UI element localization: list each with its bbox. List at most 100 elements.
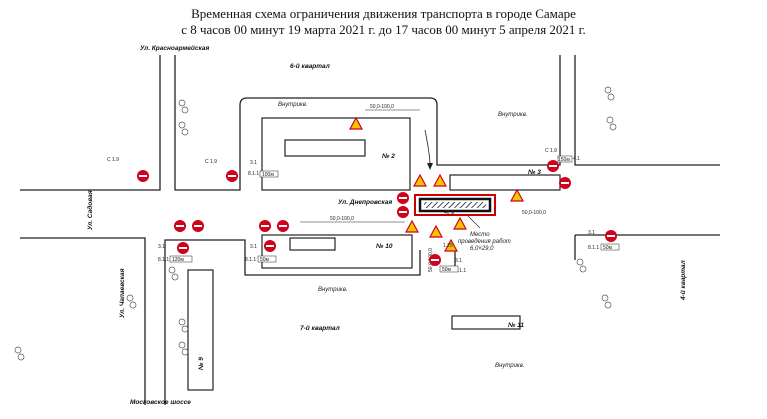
no-entry-signs — [137, 160, 617, 266]
tree-icon — [178, 121, 189, 136]
roadworks-sign — [348, 116, 364, 130]
sign-label-31: 3.1 — [588, 230, 595, 236]
no-entry-sign — [559, 177, 571, 189]
sign-label-811: 8.1.1 — [248, 171, 259, 177]
sign-label-811: 8.1.1 — [245, 257, 256, 263]
title-line-1: Временная схема ограничения движения тра… — [191, 6, 576, 21]
sign-labels: С 1.9 С 1.9 С 1.9 3.1 8.1.1 100м 3.1 8.1… — [107, 148, 620, 274]
no-entry-sign — [547, 160, 559, 172]
street-sadovaya: Ул. Садовая — [86, 190, 94, 230]
roadworks-sign — [443, 238, 459, 252]
no-entry-sign — [397, 206, 409, 218]
tree-icon — [168, 266, 179, 281]
sign-dist-50: 50м — [260, 257, 270, 263]
tree-icon — [178, 99, 189, 114]
sign-label-31: 3.1 — [158, 244, 165, 250]
block-10 — [261, 234, 413, 269]
roadworks-sign — [404, 219, 420, 233]
block-number-11: № 11 — [508, 322, 524, 329]
block-2 — [261, 117, 411, 191]
sign-dist-150: 150м — [558, 157, 570, 163]
building-11 — [451, 315, 521, 330]
tree-icon — [606, 116, 617, 131]
sign-label-31: 3.1 — [455, 258, 462, 264]
title-line-2: с 8 часов 00 минут 19 марта 2021 г. до 1… — [181, 22, 586, 37]
dimension-lines: 50,0-100,0 50,0-100,0 50,0-100,0 50,0-10… — [300, 104, 546, 272]
street-labels: Ул. Красноармейская Ул. Садовая Ул. Днеп… — [86, 44, 687, 406]
worksite-length: 40 м — [444, 210, 455, 216]
no-entry-sign — [137, 170, 149, 182]
worksite-label-3: 6,0×29,0 — [470, 246, 494, 252]
no-entry-sign — [259, 220, 271, 232]
sign-dist-100: 100м — [262, 172, 274, 178]
tree-icon — [604, 86, 615, 101]
block-number-9: № 9 — [198, 357, 205, 370]
diagram-title: Временная схема ограничения движения тра… — [0, 6, 767, 38]
roadworks-sign — [509, 188, 525, 202]
tree-icon — [178, 341, 189, 356]
no-entry-sign — [397, 192, 409, 204]
range-label-1: 50,0-100,0 — [330, 216, 354, 222]
block-number-10: № 10 — [376, 243, 393, 250]
roadworks-sign — [432, 173, 448, 187]
label-kvartal-7: 7-й квартал — [300, 324, 340, 332]
tree-icon — [178, 318, 189, 333]
building-blocks — [187, 117, 561, 391]
street-krasnoarmeyskaya: Ул. Красноармейская — [140, 44, 209, 52]
no-entry-sign — [277, 220, 289, 232]
sign-dist-50: 50м — [442, 267, 452, 273]
sign-label-811: 8.1.1 — [588, 245, 599, 251]
roadworks-signs — [348, 116, 525, 252]
sign-label-31: 3.1 — [250, 160, 257, 166]
range-label-4: 50,0-100,0 — [522, 210, 546, 216]
sign-label-c19: С 1.9 — [545, 148, 557, 154]
no-entry-sign — [605, 230, 617, 242]
label-vnutr-1: Внутрикв. — [278, 102, 308, 108]
roadworks-sign — [412, 173, 428, 187]
sign-label-41: 4.1 — [573, 156, 580, 162]
no-entry-sign — [192, 220, 204, 232]
tree-symbols — [14, 86, 617, 361]
no-entry-sign — [174, 220, 186, 232]
road-network — [20, 55, 720, 405]
sign-dist-50: 50м — [603, 245, 613, 251]
label-vnutr-4: Внутрикв. — [495, 363, 525, 369]
worksite-pit — [418, 197, 492, 213]
sign-label-811: 8.1.1 — [158, 257, 169, 263]
label-kvartal-4: 4-й квартал — [679, 260, 687, 301]
no-entry-sign — [429, 254, 441, 266]
block-number-3: № 3 — [528, 169, 541, 176]
no-entry-sign — [264, 240, 276, 252]
sign-label-c19: С 1.9 — [107, 157, 119, 163]
building-10 — [289, 237, 336, 251]
no-entry-sign — [177, 242, 189, 254]
worksite-fence — [414, 194, 496, 216]
worksite-label-2: проведения работ — [458, 239, 511, 245]
worksite-label-1: Место — [470, 232, 490, 238]
block-3 — [449, 174, 561, 191]
worksite-annotation: Место проведения работ 6,0×29,0 40 м — [444, 210, 511, 252]
label-vnutr-3: Внутрикв. — [318, 287, 348, 293]
tree-icon — [14, 346, 25, 361]
range-label-2: 50,0-100,0 — [370, 104, 394, 110]
street-dnepr: Ул. Днепровская — [338, 199, 392, 206]
worksite-hatch — [424, 202, 486, 208]
block-number-2: № 2 — [382, 153, 395, 160]
sign-label-125: 1.25 — [443, 243, 453, 249]
block-numbers: № 2 № 3 № 10 № 11 № 9 — [198, 153, 541, 370]
label-kvartal-6: 6-й квартал — [290, 62, 330, 70]
tree-icon — [601, 294, 612, 309]
no-entry-sign — [226, 170, 238, 182]
sign-dist-120: 120м — [172, 257, 184, 263]
roadworks-sign — [452, 216, 468, 230]
roadworks-sign — [428, 224, 444, 238]
sign-label-c19: С 1.9 — [205, 159, 217, 165]
street-moskovskoe: Московское шоссе — [130, 399, 191, 406]
street-chapaevskaya: Ул. Чапаевская — [119, 268, 126, 318]
tree-icon — [126, 294, 137, 309]
building-2 — [284, 139, 366, 157]
building-9 — [187, 269, 214, 391]
sign-label-811: 8.1.1 — [455, 268, 466, 274]
tree-icon — [576, 258, 587, 273]
